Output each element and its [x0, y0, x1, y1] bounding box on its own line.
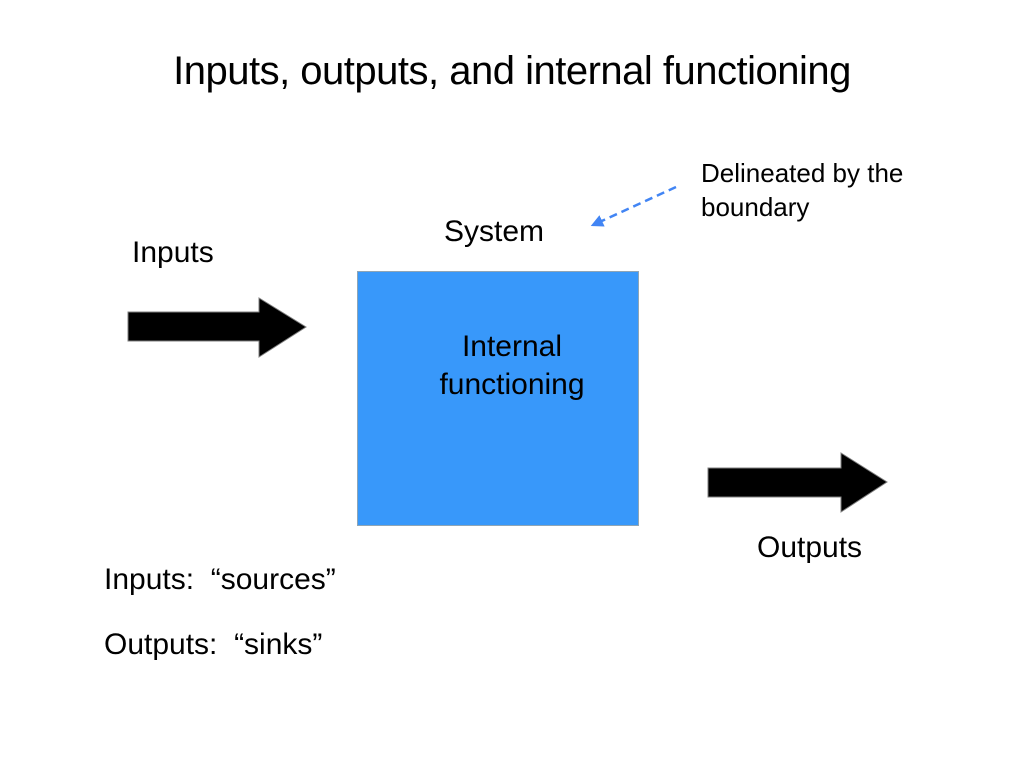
input-arrow-shape: [127, 297, 307, 358]
dashed-arrow-line: [590, 185, 677, 227]
output-arrow-icon: [707, 452, 888, 513]
boundary-pointer-dashed-arrow-icon: [590, 185, 677, 227]
outputs-label: Outputs: [757, 531, 863, 564]
slide-title: Inputs, outputs, and internal functionin…: [173, 49, 851, 93]
system-boundary-box: [357, 271, 639, 526]
internal-functioning-label: Internal functioning: [439, 330, 585, 401]
system-label: System: [444, 215, 545, 248]
inputs-label: Inputs: [132, 236, 214, 269]
outputs-definition: Outputs: “sinks”: [104, 628, 323, 661]
output-arrow-shape: [707, 452, 888, 513]
boundary-annotation: Delineated by the boundary: [701, 158, 904, 222]
input-arrow-icon: [127, 297, 307, 358]
inputs-definition: Inputs: “sources”: [104, 563, 336, 596]
